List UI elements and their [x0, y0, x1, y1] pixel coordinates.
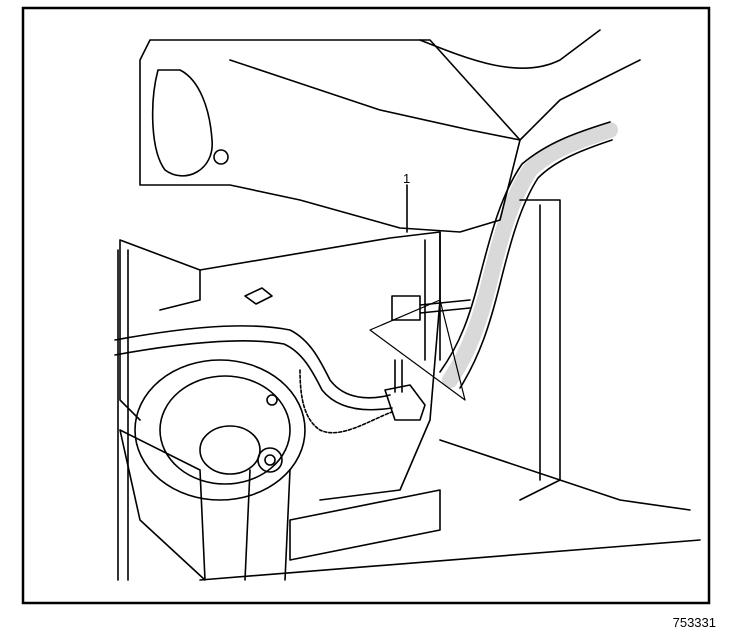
pulley-inner — [159, 375, 291, 485]
pulley-small-hole — [266, 394, 278, 406]
left-harness-conduit — [114, 325, 391, 399]
bracket-plate — [199, 231, 441, 501]
pulley-hub — [199, 425, 261, 475]
mounting-arm — [244, 469, 291, 581]
floor-line — [199, 539, 701, 581]
callout-label-1: 1 — [403, 171, 410, 186]
left-rail — [117, 249, 129, 581]
engine-block-outline — [139, 39, 521, 233]
pulley-bolt-center — [264, 454, 276, 466]
engine-right-cover — [519, 59, 641, 141]
mount-hole — [213, 149, 229, 165]
sensor-stem — [394, 359, 403, 393]
wiring-harness-outline-bottom — [459, 139, 613, 389]
left-harness-outline — [114, 340, 393, 411]
illustration-border — [21, 6, 711, 605]
left-lower-block — [119, 239, 201, 421]
callout-leader-triangle — [369, 299, 466, 401]
engine-lobe — [151, 69, 213, 177]
figure-number: 753331 — [672, 615, 716, 630]
lower-frame-bar — [289, 489, 441, 561]
wiring-harness-conduit — [442, 122, 618, 388]
wiring-harness-outline-top — [439, 121, 611, 373]
connector-body — [384, 384, 426, 421]
engine-bay-drawing — [114, 29, 701, 581]
bracket-slot — [244, 287, 273, 305]
bolt-stud — [391, 295, 471, 321]
lower-bracket — [119, 429, 206, 581]
sensor-wire — [299, 369, 393, 434]
right-panel — [519, 199, 561, 501]
engine-top-curve — [419, 29, 601, 70]
engine-block-edge — [229, 59, 521, 141]
lower-right-frame — [439, 439, 691, 511]
pulley-bolt — [257, 447, 283, 473]
bracket-vertical-rail — [424, 231, 441, 361]
pulley-outer — [134, 359, 306, 501]
